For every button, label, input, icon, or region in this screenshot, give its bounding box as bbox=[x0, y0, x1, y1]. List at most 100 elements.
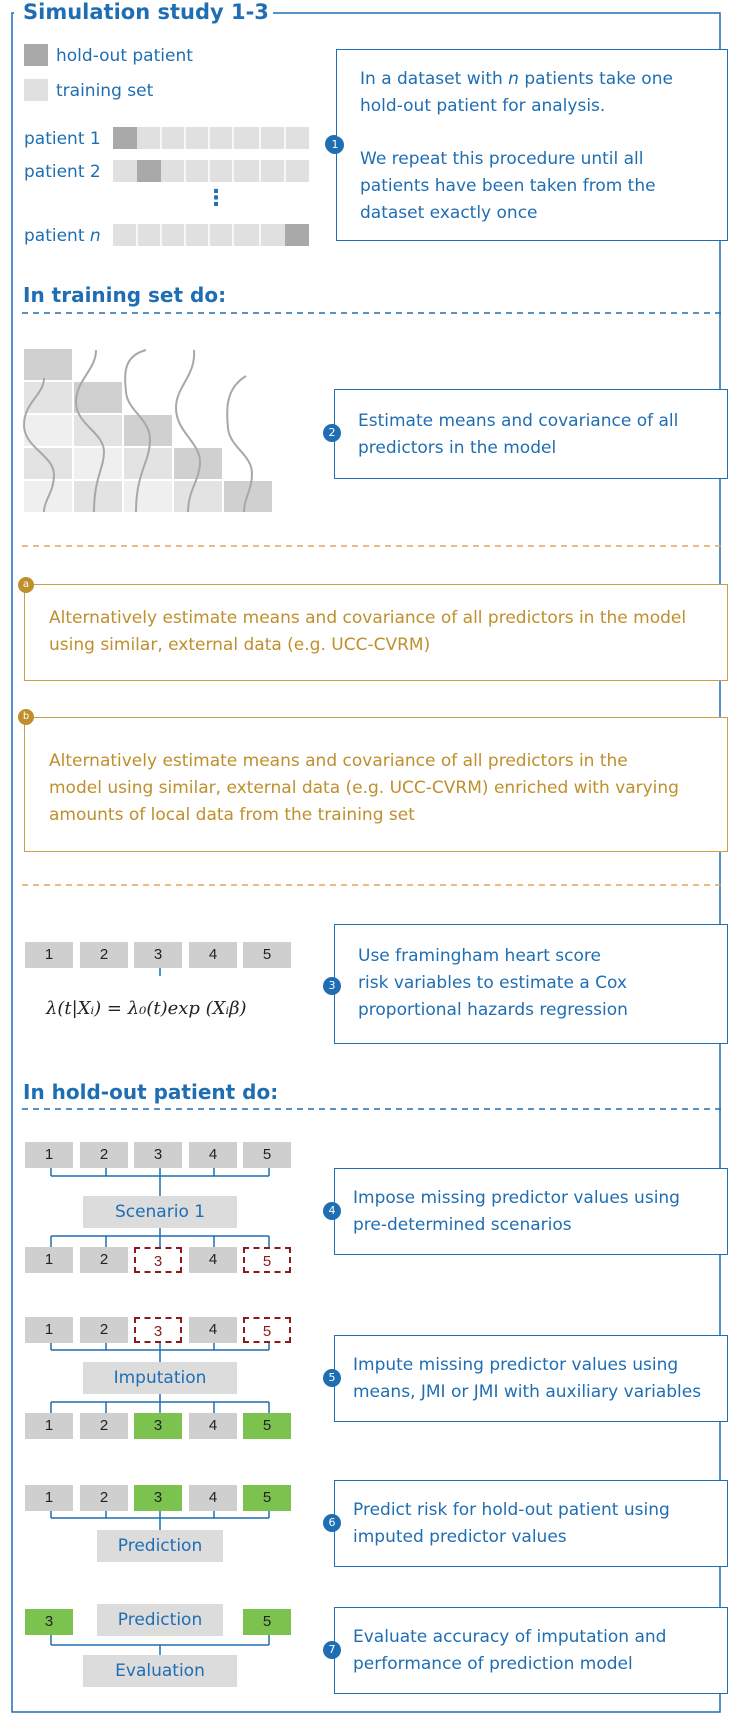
step-1-line-4: patients have been taken from the bbox=[360, 176, 656, 196]
step4-connectors bbox=[50, 1168, 270, 1247]
step-1-badge-top: 1 bbox=[326, 136, 344, 154]
staircase-graphic bbox=[24, 349, 272, 512]
step-b-box: Alternatively estimate means and covaria… bbox=[24, 717, 728, 852]
legend-training-label: training set bbox=[56, 81, 154, 101]
predictor-cell: 1 bbox=[25, 1485, 73, 1511]
patient-row-1 bbox=[113, 127, 309, 149]
step-a-box: Alternatively estimate means and covaria… bbox=[24, 584, 728, 681]
step-2-badge: 2 bbox=[323, 424, 341, 442]
imputed-predictor-cell: 5 bbox=[243, 1609, 291, 1635]
legend-holdout-label: hold-out patient bbox=[56, 46, 193, 66]
predictor-cell: 2 bbox=[80, 1142, 128, 1168]
step-2-box: Estimate means and covariance of all pre… bbox=[334, 389, 728, 479]
predictor-cell: 4 bbox=[189, 942, 237, 968]
predictor-cell: 1 bbox=[25, 1317, 73, 1343]
step-7-box: Evaluate accuracy of imputation and perf… bbox=[334, 1607, 728, 1694]
imputed-predictor-cell: 3 bbox=[134, 1485, 182, 1511]
patient-row-2 bbox=[113, 160, 309, 182]
step-6-line-2: imputed predictor values bbox=[353, 1527, 567, 1547]
predictor-cell: 5 bbox=[243, 1142, 291, 1168]
patient-n-label: patient n bbox=[24, 226, 101, 246]
step-6-box: Predict risk for hold-out patient using … bbox=[334, 1480, 728, 1567]
patient-row-n bbox=[113, 224, 309, 246]
prediction-result-label: Prediction bbox=[97, 1604, 223, 1636]
step-1-line-2: hold-out patient for analysis. bbox=[360, 96, 606, 116]
predictor-cell: 4 bbox=[189, 1317, 237, 1343]
predictor-cell: 2 bbox=[80, 1485, 128, 1511]
predictor-cell: 2 bbox=[80, 1413, 128, 1439]
step-3-line-2: risk variables to estimate a Cox bbox=[358, 973, 627, 993]
step-5-badge: 5 bbox=[323, 1369, 341, 1387]
step-7-line-2: performance of prediction model bbox=[353, 1654, 633, 1674]
step-5-line-1: Impute missing predictor values using bbox=[353, 1355, 679, 1375]
cox-formula: λ(t|Xᵢ) = λ₀(t)exp (Xᵢβ) bbox=[46, 998, 247, 1019]
section-training-title: In training set do: bbox=[23, 283, 227, 307]
step-3-line-3: proportional hazards regression bbox=[358, 1000, 628, 1020]
step-7-badge: 7 bbox=[323, 1641, 341, 1659]
imputed-predictor-cell: 3 bbox=[25, 1609, 73, 1635]
predictor-cell: 1 bbox=[25, 1247, 73, 1273]
patient-1-label: patient 1 bbox=[24, 129, 101, 149]
imputed-predictor-cell: 3 bbox=[134, 1413, 182, 1439]
page-title: Simulation study 1-3 bbox=[23, 0, 273, 24]
step-5-box: Impute missing predictor values using me… bbox=[334, 1335, 728, 1422]
patient-2-label: patient 2 bbox=[24, 162, 101, 182]
prediction-label: Prediction bbox=[97, 1530, 223, 1562]
imputed-predictor-cell: 5 bbox=[243, 1413, 291, 1439]
density-curves bbox=[22, 349, 254, 513]
step-b-line-3: amounts of local data from the training … bbox=[49, 805, 415, 825]
predictor-cell: 3 bbox=[134, 942, 182, 968]
predictor-cell: 1 bbox=[25, 1142, 73, 1168]
predictor-cell: 4 bbox=[189, 1485, 237, 1511]
step-a-badge: a bbox=[18, 577, 34, 593]
step-3-box: Use framingham heart score risk variable… bbox=[334, 924, 728, 1044]
outer-frame bbox=[11, 12, 721, 1713]
step-1-line-5: dataset exactly once bbox=[360, 203, 538, 223]
step-4-box: Impose missing predictor values using pr… bbox=[334, 1168, 728, 1255]
missing-predictor-cell: 3 bbox=[134, 1317, 182, 1343]
ellipsis-icon: ⋮ bbox=[205, 186, 227, 211]
step-5-line-2: means, JMI or JMI with auxiliary variabl… bbox=[353, 1382, 702, 1402]
section-holdout-title: In hold-out patient do: bbox=[23, 1080, 279, 1104]
step-4-badge: 4 bbox=[323, 1202, 341, 1220]
missing-predictor-cell: 5 bbox=[243, 1247, 291, 1273]
step-a-line-2: using similar, external data (e.g. UCC-C… bbox=[49, 635, 431, 655]
step-2-line-2: predictors in the model bbox=[358, 438, 557, 458]
evaluation-label: Evaluation bbox=[83, 1655, 237, 1687]
step-4-line-1: Impose missing predictor values using bbox=[353, 1188, 680, 1208]
step6-connectors bbox=[50, 1511, 270, 1530]
predictor-cell: 1 bbox=[25, 942, 73, 968]
step-b-line-2: model using similar, external data (e.g.… bbox=[49, 778, 679, 798]
predictor-cell: 3 bbox=[134, 1142, 182, 1168]
predictor-cell: 2 bbox=[80, 942, 128, 968]
step-6-line-1: Predict risk for hold-out patient using bbox=[353, 1500, 670, 1520]
step-3-badge: 3 bbox=[323, 977, 341, 995]
imputation-label: Imputation bbox=[83, 1362, 237, 1394]
step5-connectors bbox=[50, 1343, 270, 1413]
predictor-cell: 2 bbox=[80, 1247, 128, 1273]
holdout-swatch bbox=[24, 44, 48, 66]
predictor-cell: 1 bbox=[25, 1413, 73, 1439]
scenario-label: Scenario 1 bbox=[83, 1196, 237, 1228]
step-3-line-1: Use framingham heart score bbox=[358, 946, 601, 966]
step-2-line-1: Estimate means and covariance of all bbox=[358, 411, 679, 431]
step-1-line-3: We repeat this procedure until all bbox=[360, 149, 644, 169]
imputed-predictor-cell: 5 bbox=[243, 1485, 291, 1511]
predictor-cell: 5 bbox=[243, 942, 291, 968]
predictor-cell: 2 bbox=[80, 1317, 128, 1343]
step-a-line-1: Alternatively estimate means and covaria… bbox=[49, 608, 687, 628]
predictor-cell: 4 bbox=[189, 1142, 237, 1168]
training-swatch bbox=[24, 79, 48, 101]
predictor-cell: 4 bbox=[189, 1413, 237, 1439]
predictor-cell: 4 bbox=[189, 1247, 237, 1273]
step-1-line-1: In a dataset with n patients take one bbox=[360, 69, 673, 89]
step-b-line-1: Alternatively estimate means and covaria… bbox=[49, 751, 628, 771]
step-1-box: In a dataset with n patients take one ho… bbox=[336, 49, 728, 241]
step-b-badge: b bbox=[18, 709, 34, 725]
step-7-line-1: Evaluate accuracy of imputation and bbox=[353, 1627, 667, 1647]
missing-predictor-cell: 3 bbox=[134, 1247, 182, 1273]
missing-predictor-cell: 5 bbox=[243, 1317, 291, 1343]
step7-connectors bbox=[50, 1635, 270, 1655]
step-6-badge: 6 bbox=[323, 1514, 341, 1532]
